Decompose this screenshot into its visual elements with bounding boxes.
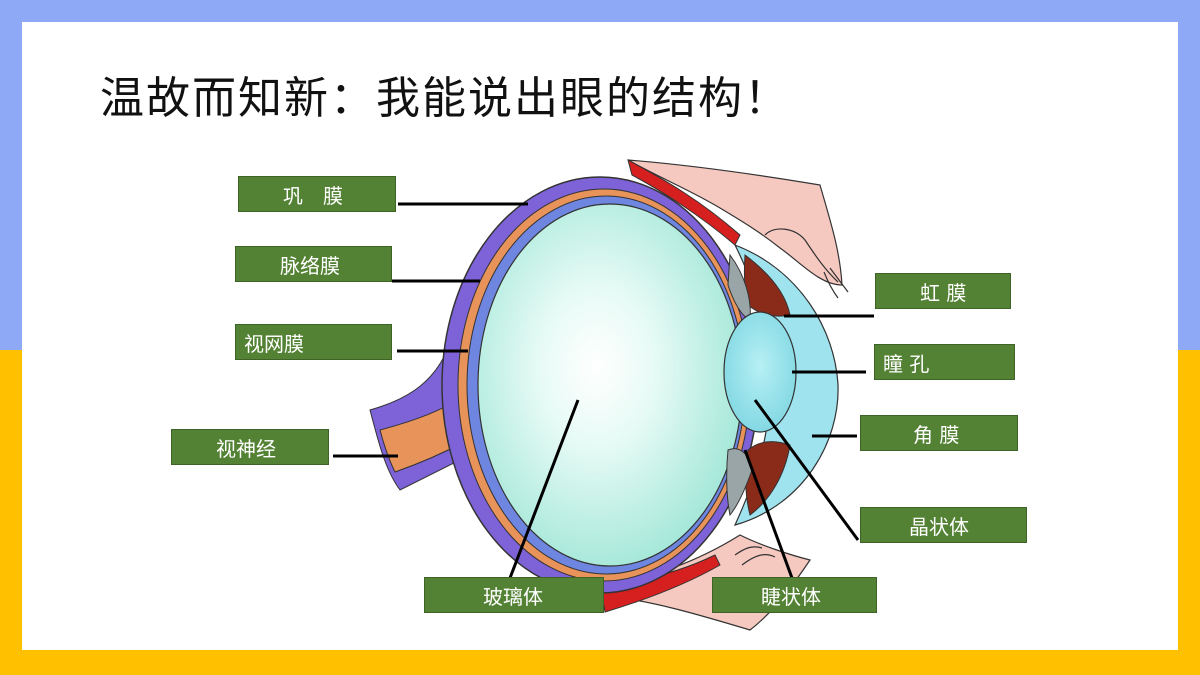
ciliary-lower — [726, 448, 753, 517]
upper-eyelid-fold — [764, 228, 839, 283]
label-lens: 晶状体 — [860, 507, 1027, 543]
label-sclera: 巩 膜 — [238, 176, 396, 212]
slide-title: 温故而知新：我能说出眼的结构！ — [100, 73, 790, 124]
label-optic-nerve: 视神经 — [171, 429, 329, 465]
leader-vitreous — [508, 399, 580, 579]
lower-lashes — [734, 546, 776, 566]
label-vitreous: 玻璃体 — [424, 577, 604, 613]
leader-ciliary — [743, 449, 794, 579]
lens-shape — [723, 311, 797, 433]
label-pupil: 瞳 孔 — [874, 344, 1015, 380]
vitreous-shape — [477, 203, 743, 567]
label-retina: 视网膜 — [235, 324, 392, 360]
label-iris: 虹 膜 — [875, 273, 1011, 309]
upper-lashes — [823, 267, 849, 299]
upper-eyelid — [627, 159, 843, 286]
leader-lens — [753, 399, 860, 541]
label-choroid: 脉络膜 — [235, 246, 392, 282]
label-ciliary-body: 睫状体 — [712, 577, 877, 613]
label-cornea: 角 膜 — [860, 415, 1018, 451]
